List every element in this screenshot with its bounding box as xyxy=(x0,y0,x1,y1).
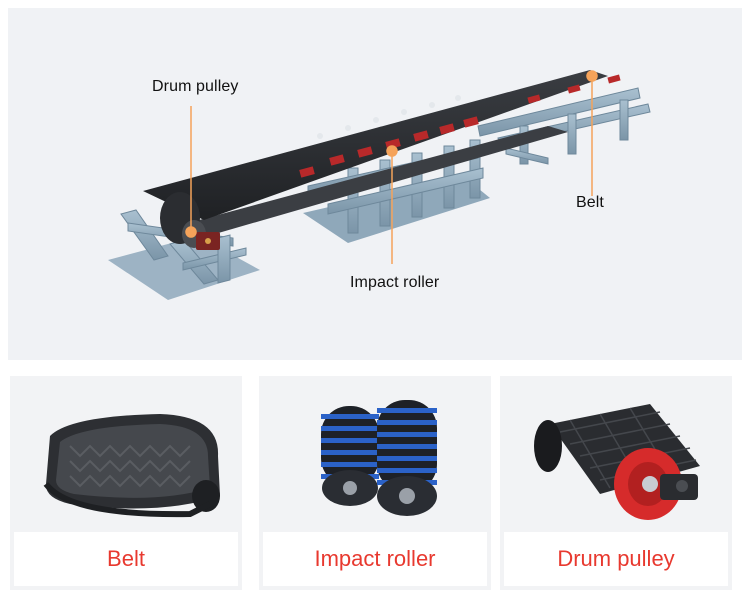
roller-left xyxy=(321,406,379,506)
conveyor-diagram-panel: Drum pulley Impact roller Belt xyxy=(8,8,742,360)
impact-roller-icon xyxy=(321,400,437,516)
belt-roll-icon xyxy=(43,414,220,518)
callout-drum-pulley: Drum pulley xyxy=(152,78,239,95)
conveyor-illustration xyxy=(108,70,651,300)
callout-impact-roller: Impact roller xyxy=(350,274,440,291)
carrying-belt xyxy=(143,70,608,220)
product-card-belt[interactable]: Belt xyxy=(10,376,242,590)
return-belt xyxy=(188,126,568,236)
roller-right xyxy=(377,400,437,516)
impact-idlers xyxy=(299,95,479,178)
callout-belt: Belt xyxy=(576,194,604,211)
product-label-impact-roller: Impact roller xyxy=(263,532,487,586)
callout-leaders xyxy=(185,70,598,264)
drum-pulley-marker xyxy=(185,226,197,238)
product-card-drum-pulley[interactable]: Drum pulley xyxy=(500,376,732,590)
belt-marker xyxy=(586,70,598,82)
drum-pulley-icon xyxy=(534,404,700,520)
impact-roller-marker xyxy=(386,145,398,157)
product-label-drum-pulley: Drum pulley xyxy=(504,532,728,586)
product-card-impact-roller[interactable]: Impact roller xyxy=(259,376,491,590)
product-label-belt: Belt xyxy=(14,532,238,586)
